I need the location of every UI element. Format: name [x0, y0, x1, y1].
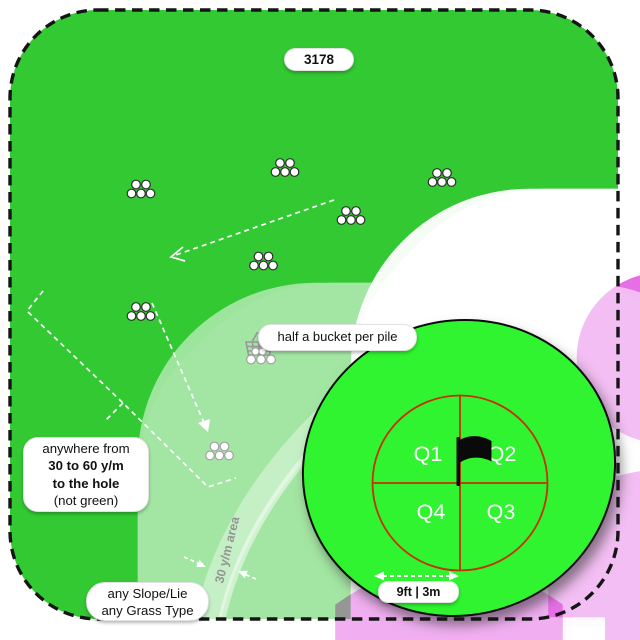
flag-icon — [456, 436, 492, 486]
conditions-note-line1: any Slope/Lie — [107, 585, 188, 601]
area-boundary — [8, 8, 620, 621]
quadrant-label-q4: Q4 — [417, 500, 446, 524]
conditions-note-line2: any Grass Type — [101, 602, 194, 618]
radius-arrow — [374, 571, 459, 581]
path-arrow-to-players — [172, 199, 335, 257]
quadrant-label-q2: Q2 — [488, 442, 517, 466]
zigzag-barb — [105, 402, 124, 421]
conditions-note: any Slope/Lie any Grass Type — [86, 582, 209, 621]
bucket-note-text: half a bucket per pile — [277, 329, 398, 345]
quadrant-label-q3: Q3 — [487, 500, 516, 524]
arrowhead-icon — [374, 571, 384, 581]
drill-number: 3178 — [303, 51, 335, 67]
arrowhead-icon — [449, 571, 459, 581]
distance-note-line1: anywhere from — [42, 440, 130, 456]
drill-number-badge: 3178 — [284, 48, 354, 71]
radius-label-text: 9ft | 3m — [396, 584, 441, 599]
bucket-note: half a bucket per pile — [258, 324, 417, 351]
distance-note-line3: to the hole — [52, 475, 120, 491]
distance-note: anywhere from 30 to 60 y/m to the hole (… — [23, 437, 149, 512]
radius-label: 9ft | 3m — [378, 581, 459, 603]
distance-note-line2: 30 to 60 y/m — [48, 458, 124, 473]
putting-green: Q1 Q2 Q4 Q3 — [301, 319, 617, 617]
open-arrowhead-icon — [169, 246, 186, 262]
distance-note-line4: (not green) — [53, 493, 119, 508]
quadrant-label-q1: Q1 — [414, 442, 443, 466]
